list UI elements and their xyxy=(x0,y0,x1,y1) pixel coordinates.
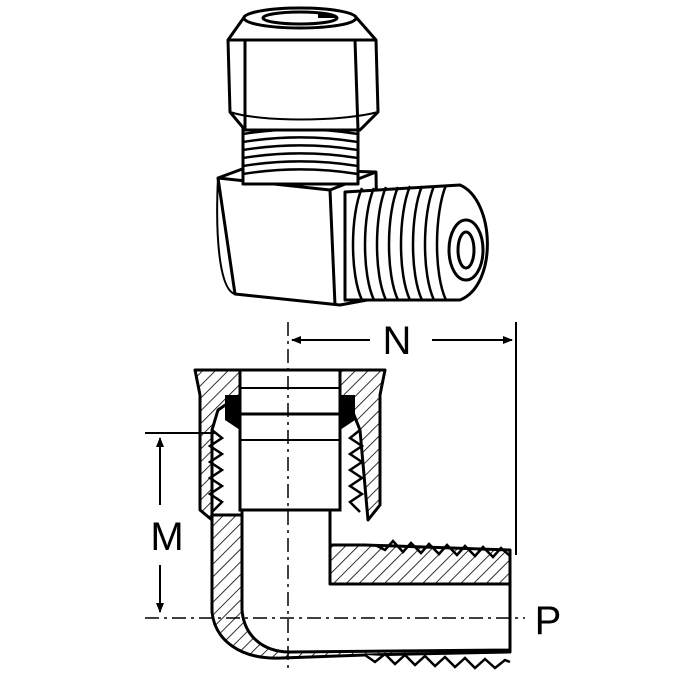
male-thread-branch xyxy=(343,183,489,302)
ferrules xyxy=(225,395,355,430)
nut-bore-shadow xyxy=(318,12,338,18)
elbow-bore xyxy=(240,508,512,654)
ferrule-left xyxy=(225,395,240,430)
centerlines xyxy=(145,322,525,672)
neck-thread xyxy=(241,122,360,186)
sectional-view xyxy=(193,368,512,670)
nut-thread-right xyxy=(347,429,365,513)
outlet-thread-bottom xyxy=(364,652,511,670)
isometric-fitting-view xyxy=(216,6,489,307)
hex-nut xyxy=(226,6,380,132)
outlet-bore xyxy=(456,230,476,270)
nut-thread-left xyxy=(207,429,225,513)
dimension-n xyxy=(291,322,517,555)
ferrule-right xyxy=(340,395,355,430)
dimension-label-n: N xyxy=(383,319,412,363)
neck-bore-walls xyxy=(240,510,332,584)
dimension-label-m: M xyxy=(150,515,183,559)
tube-section xyxy=(238,368,342,512)
male-thread-ridges xyxy=(351,184,448,301)
dimension-label-p: P xyxy=(535,599,562,643)
outlet-thread-top xyxy=(374,539,511,559)
dimension-m xyxy=(145,432,215,613)
